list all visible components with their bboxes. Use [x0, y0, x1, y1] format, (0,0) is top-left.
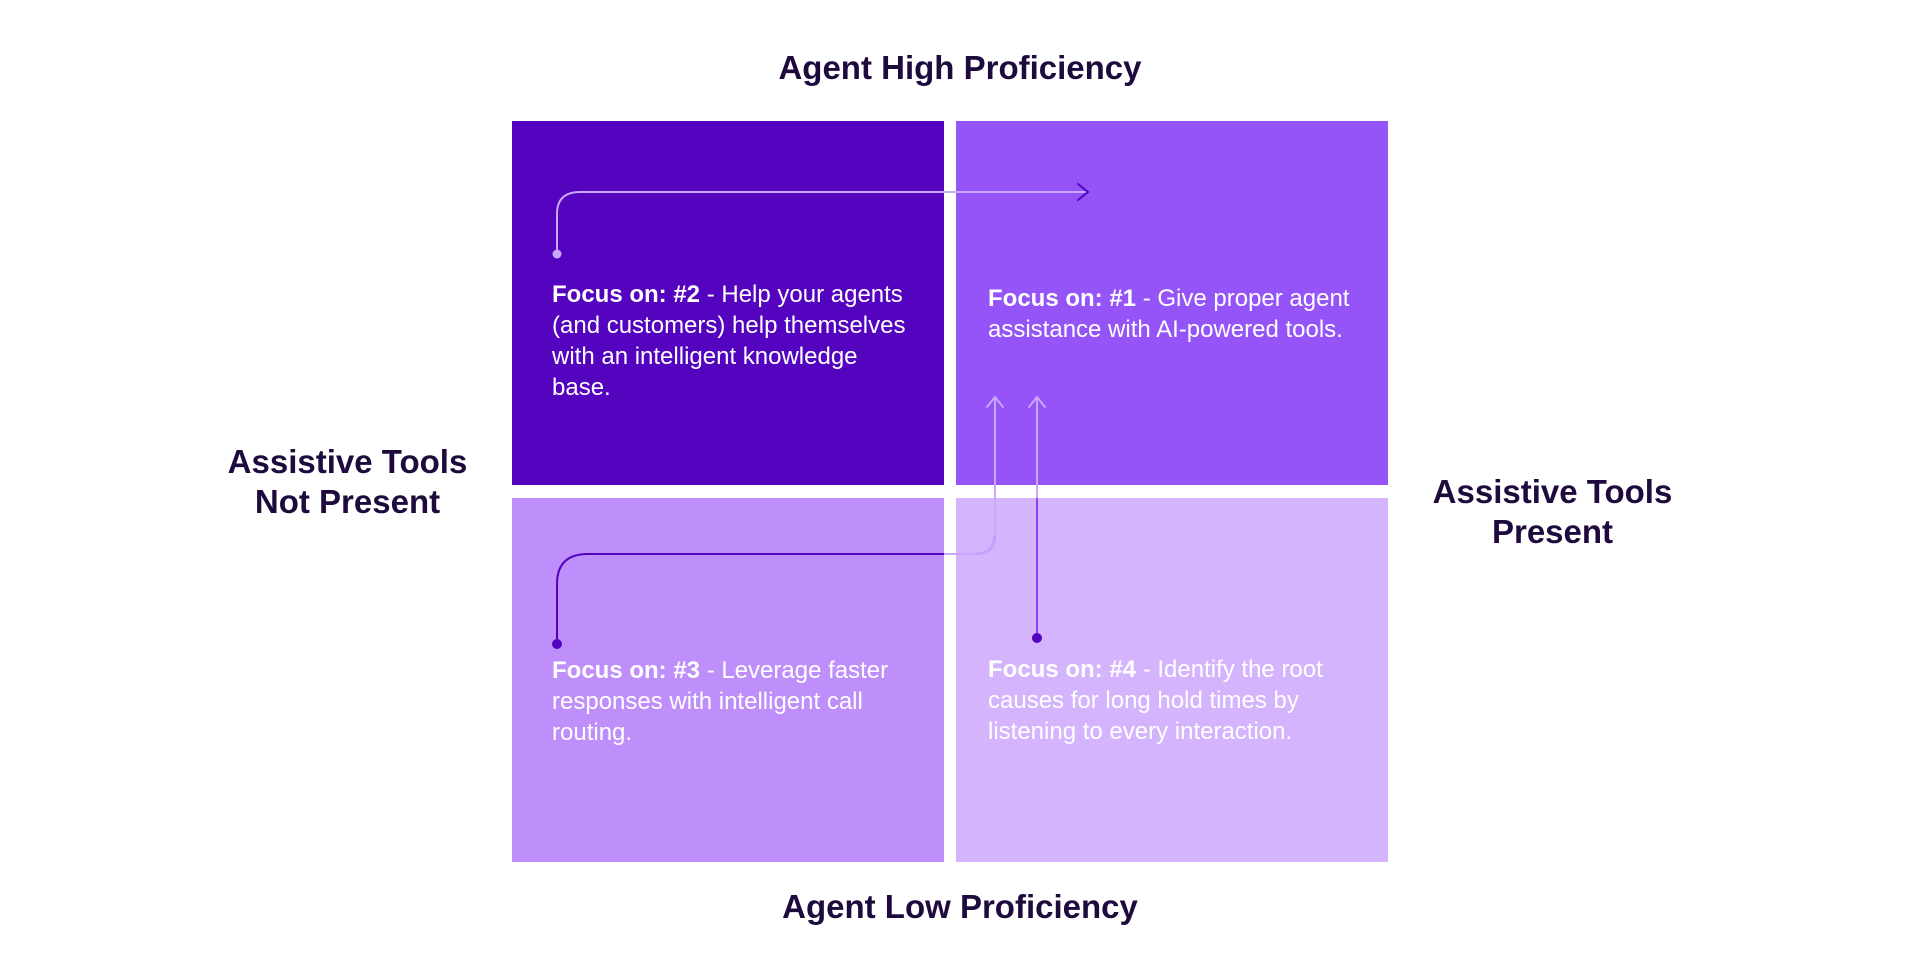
axis-label-right-line1: Assistive Tools	[1432, 473, 1673, 510]
focus-label: Focus on: #4	[988, 656, 1137, 683]
focus-description: - Give proper agent assistance with AI-p…	[988, 285, 1350, 343]
quadrant-bottom-left: Focus on: #3 - Leverage faster responses…	[512, 498, 944, 862]
axis-label-top: Agent High Proficiency	[778, 49, 1142, 86]
axis-label-bottom: Agent Low Proficiency	[782, 888, 1138, 925]
quadrant-top-right: Focus on: #1 - Give proper agent assista…	[956, 121, 1388, 485]
focus-label: Focus on: #2	[552, 281, 701, 308]
focus-label: Focus on: #3	[552, 657, 701, 684]
focus-description: - Identify the root causes for long hold…	[988, 656, 1323, 745]
quadrant-top-left-text: Focus on: #2 - Help your agents (and cus…	[552, 279, 922, 403]
quadrant-top-left: Focus on: #2 - Help your agents (and cus…	[512, 121, 944, 485]
quadrant-top-right-text: Focus on: #1 - Give proper agent assista…	[988, 283, 1358, 345]
axis-label-right: Assistive Tools Present	[1410, 472, 1695, 552]
quadrant-bottom-right: Focus on: #4 - Identify the root causes …	[956, 498, 1388, 862]
quadrant-bottom-left-text: Focus on: #3 - Leverage faster responses…	[552, 655, 922, 748]
focus-description: - Leverage faster responses with intelli…	[552, 657, 889, 746]
axis-label-left-line2: Not Present	[254, 483, 441, 520]
axis-label-right-line2: Present	[1491, 513, 1614, 550]
quadrant-bottom-right-text: Focus on: #4 - Identify the root causes …	[988, 654, 1358, 747]
axis-label-left-line1: Assistive Tools	[227, 443, 468, 480]
focus-label: Focus on: #1	[988, 285, 1137, 312]
axis-label-left: Assistive Tools Not Present	[205, 442, 490, 522]
focus-description: - Help your agents (and customers) help …	[552, 281, 906, 401]
